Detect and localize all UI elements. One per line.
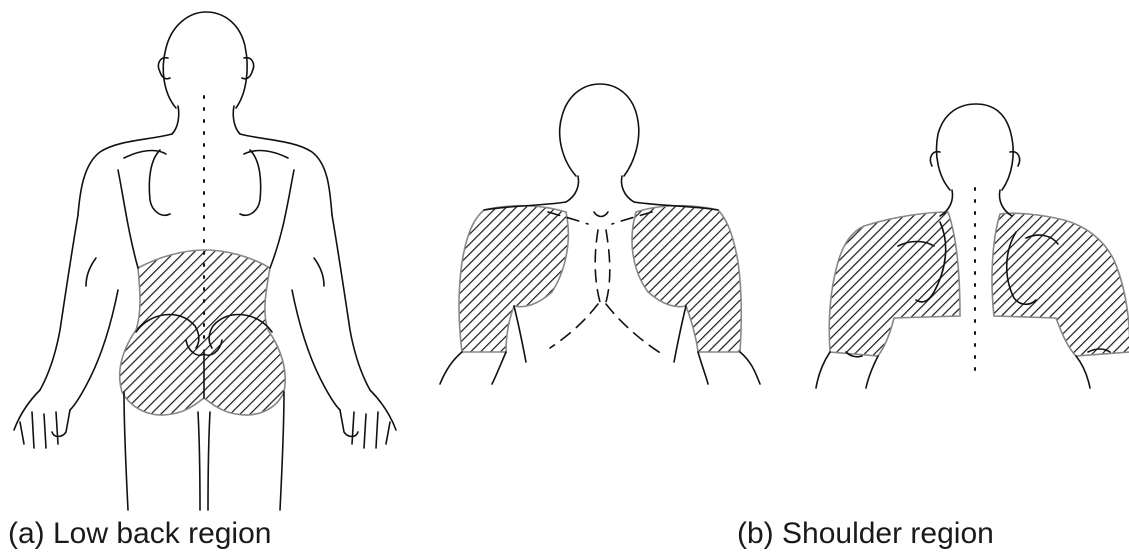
panel-a-back-figure	[14, 12, 396, 510]
left-shoulder-highlight-front	[459, 206, 568, 352]
panel-b-back-figure	[816, 104, 1129, 388]
caption-shoulder: (b) Shoulder region	[737, 517, 994, 551]
right-shoulder-highlight-back	[992, 213, 1129, 356]
caption-low-back: (a) Low back region	[8, 517, 271, 551]
right-shoulder-highlight-front	[632, 206, 741, 352]
panel-b-front-figure	[440, 84, 760, 384]
left-shoulder-highlight-back	[829, 212, 960, 356]
low-back-highlight	[120, 250, 286, 415]
